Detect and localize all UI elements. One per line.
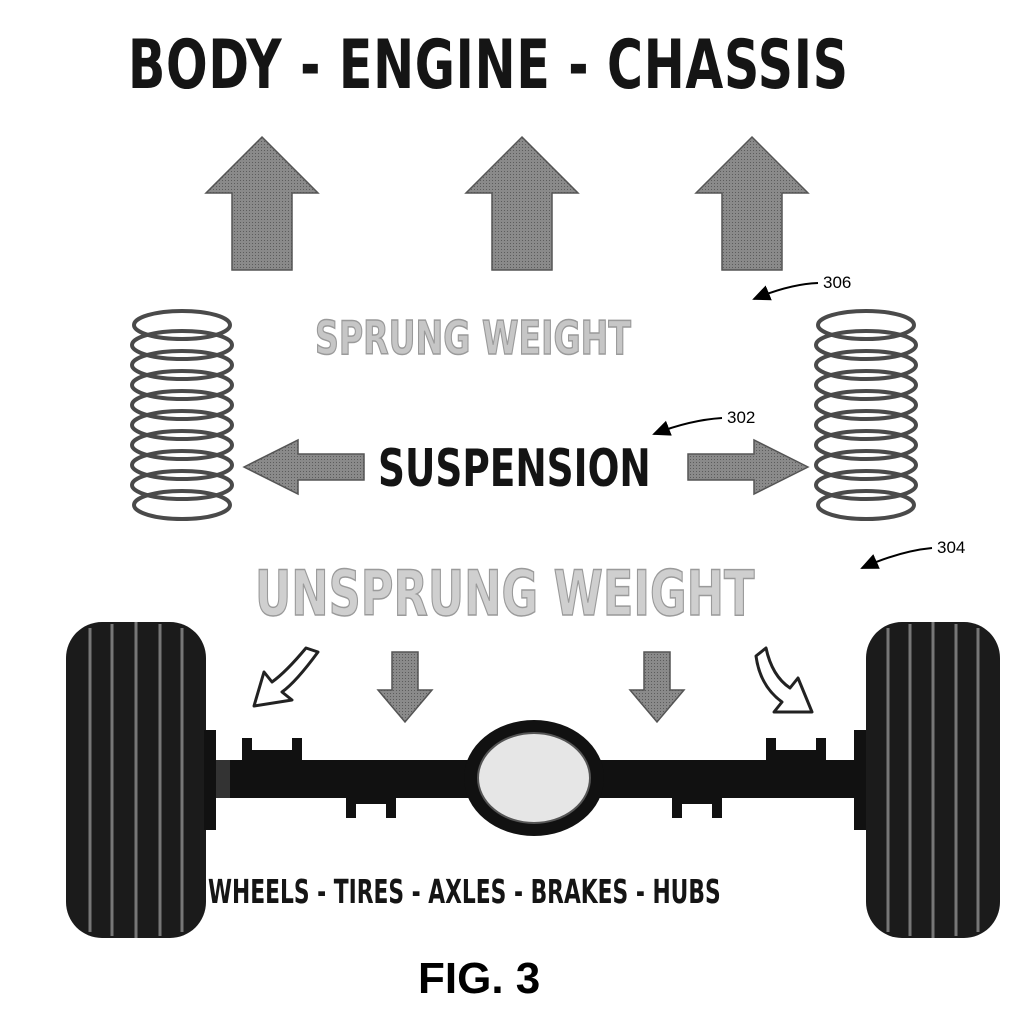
ref-numeral-304: 304 [937, 538, 966, 557]
figure-label: FIG. 3 [418, 954, 541, 1003]
tire-right-icon [866, 622, 1000, 938]
suspension-arrow-right [687, 438, 810, 496]
suspension-label: SUSPENSION [378, 439, 651, 499]
unsprung-weight-label: UNSPRUNG WEIGHT [254, 557, 755, 630]
up-arrow-left [204, 135, 320, 271]
leader-306 [752, 282, 819, 301]
down-arrow-right [628, 651, 686, 724]
diagram-title: BODY - ENGINE - CHASSIS [128, 26, 849, 105]
curved-arrow-right [754, 646, 814, 714]
up-arrow-center [464, 135, 580, 271]
ref-numeral-306: 306 [823, 273, 852, 292]
down-arrow-left [376, 651, 434, 724]
up-arrow-right [694, 135, 810, 271]
axle-assembly [204, 720, 866, 836]
tire-left-icon [66, 622, 206, 938]
ref-numeral-302: 302 [727, 408, 756, 427]
suspension-arrow-left [242, 438, 365, 496]
spring-right-icon [814, 309, 918, 521]
leader-302 [652, 417, 723, 436]
sprung-weight-label: SPRUNG WEIGHT [314, 311, 631, 365]
components-label: WHEELS - TIRES - AXLES - BRAKES - HUBS [208, 872, 721, 911]
leader-304 [860, 547, 933, 569]
spring-left-icon [130, 309, 234, 521]
curved-arrow-left [252, 646, 320, 708]
